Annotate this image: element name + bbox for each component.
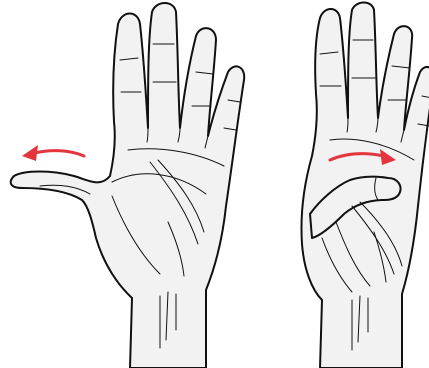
left-arrow-curve	[34, 151, 84, 156]
right-hand	[301, 3, 429, 368]
left-arrow-head	[22, 145, 38, 161]
left-arrow	[22, 145, 84, 161]
left-hand	[11, 3, 244, 368]
